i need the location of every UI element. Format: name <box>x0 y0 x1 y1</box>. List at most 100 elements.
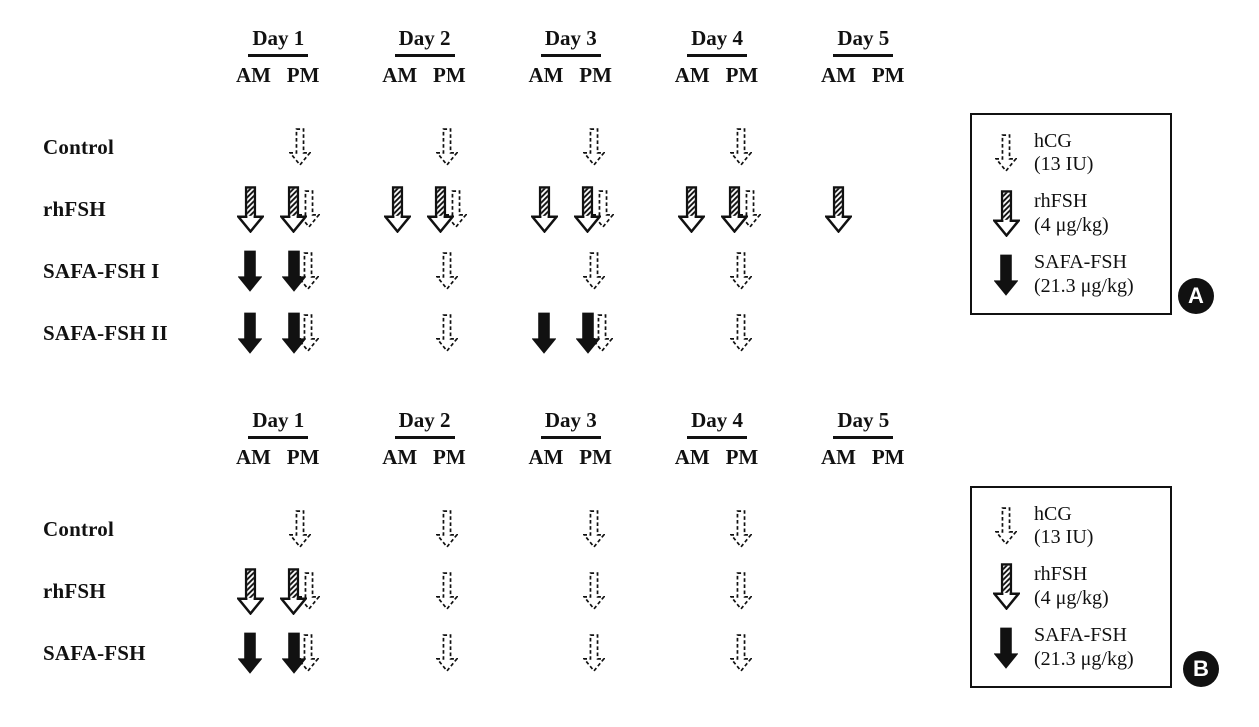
day-2-cell <box>372 630 472 676</box>
day-4-cell <box>666 248 766 294</box>
legend-icon-wrap <box>992 252 1020 298</box>
ampm-labels: AM PM <box>814 63 913 88</box>
hcg-arrow-icon <box>583 572 605 610</box>
pm-label: PM <box>871 445 905 469</box>
day-label: Day 5 <box>833 408 894 439</box>
schedule-slot-am <box>225 310 275 356</box>
hcg-arrow-icon <box>583 128 605 166</box>
hcg-arrow-icon <box>730 252 752 290</box>
day-3-cell <box>519 630 619 676</box>
group-row: rhFSH <box>0 560 960 622</box>
safa-arrow-icon <box>994 254 1018 295</box>
day-label: Day 3 <box>540 408 601 439</box>
day-1-cell <box>225 310 325 356</box>
group-label: rhFSH <box>43 196 106 221</box>
hcg-arrow-icon <box>583 634 605 672</box>
schedule-slot-pm <box>569 248 619 294</box>
pm-label: PM <box>286 63 320 87</box>
hcg-arrow-icon <box>583 510 605 548</box>
group-label: SAFA-FSH <box>43 640 146 665</box>
day-3-cell <box>519 506 619 552</box>
am-label: AM <box>528 63 564 87</box>
group-label: Control <box>43 134 115 159</box>
day-1-cell <box>225 248 325 294</box>
pm-label: PM <box>433 63 466 87</box>
group-label: rhFSH <box>43 578 106 603</box>
schedule-slot-pm <box>716 248 766 294</box>
schedule-slot-pm <box>275 567 325 615</box>
schedule-slot-am <box>519 310 569 356</box>
schedule-slot-pm <box>569 506 619 552</box>
ampm-labels: AM PM <box>814 445 913 470</box>
schedule-slot-am <box>519 185 569 233</box>
legend-name: SAFA-FSH <box>1034 251 1127 274</box>
schedule-slot-am <box>519 630 569 676</box>
am-label: AM <box>235 445 271 469</box>
day-2-cell <box>372 568 472 614</box>
legend-entry: hCG (13 IU) <box>992 503 1170 550</box>
day-header-1: Day 1 AM PM <box>229 26 328 88</box>
schedule-slot-am <box>225 567 275 615</box>
safa-arrow-icon <box>281 312 306 354</box>
hcg-arrow-icon <box>289 510 311 548</box>
schedule-slot-pm <box>716 506 766 552</box>
day-header-4: Day 4 AM PM <box>667 26 766 88</box>
legend-entry: SAFA-FSH (21.3 μg/kg) <box>992 624 1170 671</box>
legend-panel-b: hCG (13 IU) rhFSH (4 μg/kg) SAFA-FSH (21… <box>970 486 1172 688</box>
schedule-slot-pm <box>275 310 325 356</box>
ampm-labels: AM PM <box>229 445 328 470</box>
ampm-labels: AM PM <box>375 63 474 88</box>
day-1-cell <box>225 630 325 676</box>
schedule-slot-am <box>225 185 275 233</box>
schedule-slot-pm <box>275 185 325 233</box>
day-3-cell <box>519 568 619 614</box>
day-4-cell <box>666 568 766 614</box>
day-1-cell <box>225 185 325 233</box>
day-2-cell <box>372 506 472 552</box>
hcg-arrow-icon <box>730 314 752 352</box>
rhfsh-arrow-icon <box>427 185 454 233</box>
panel-a-badge: A <box>1178 278 1214 314</box>
legend-entry: rhFSH (4 μg/kg) <box>992 563 1170 611</box>
hcg-arrow-icon <box>289 128 311 166</box>
schedule-slot-am <box>666 248 716 294</box>
day-1-cell <box>225 124 325 170</box>
group-row: Control <box>0 498 960 560</box>
legend-name: hCG <box>1034 502 1072 525</box>
pm-label: PM <box>286 445 320 469</box>
day-header-2: Day 2 AM PM <box>375 26 474 88</box>
day-label: Day 4 <box>687 26 748 57</box>
schedule-slot-am <box>519 248 569 294</box>
legend-panel-a: hCG (13 IU) rhFSH (4 μg/kg) SAFA-FSH (21… <box>970 113 1172 315</box>
am-label: AM <box>382 63 418 87</box>
day-header-5: Day 5 AM PM <box>814 26 913 88</box>
am-label: AM <box>528 445 564 469</box>
schedule-slot-pm <box>422 310 472 356</box>
am-label: AM <box>674 445 710 469</box>
legend-dose: (13 IU) <box>1034 153 1094 176</box>
schedule-slot-am <box>372 185 422 233</box>
legend-entry: rhFSH (4 μg/kg) <box>992 190 1170 238</box>
schedule-slot-am <box>372 568 422 614</box>
legend-entry: hCG (13 IU) <box>992 130 1170 177</box>
day-label: Day 1 <box>248 408 309 439</box>
am-label: AM <box>235 63 271 87</box>
schedule-slot-pm <box>422 248 472 294</box>
hcg-arrow-icon <box>730 128 752 166</box>
rhfsh-arrow-icon <box>574 185 601 233</box>
rhfsh-arrow-icon <box>721 185 748 233</box>
pm-label: PM <box>433 445 466 469</box>
schedule-slot-am <box>519 124 569 170</box>
day-3-cell <box>519 124 619 170</box>
legend-icon-wrap <box>992 190 1020 238</box>
legend-icon-wrap <box>992 130 1020 176</box>
schedule-slot-am <box>519 568 569 614</box>
legend-name: hCG <box>1034 129 1072 152</box>
legend-icon-wrap <box>992 625 1020 671</box>
day-4-cell <box>666 506 766 552</box>
day-header-5: Day 5 AM PM <box>814 408 913 470</box>
hcg-arrow-icon <box>436 572 458 610</box>
schedule-slot-am <box>519 506 569 552</box>
schedule-slot-pm <box>716 568 766 614</box>
day-2-cell <box>372 124 472 170</box>
